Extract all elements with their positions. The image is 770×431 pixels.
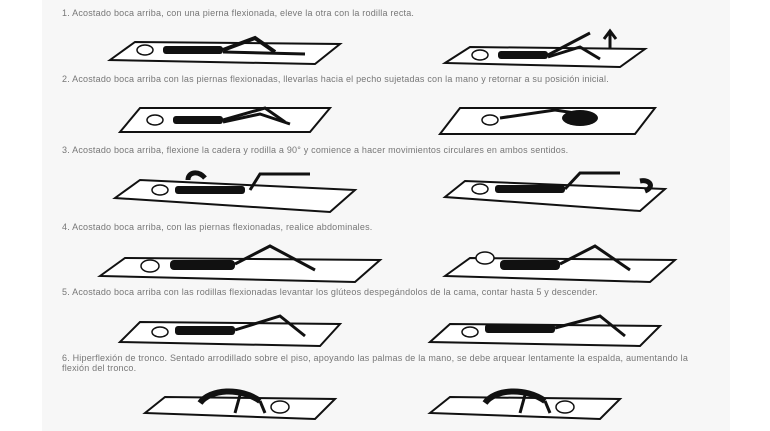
- step-6-text: 6. Hiperflexión de tronco. Sentado arrod…: [62, 353, 702, 373]
- arrow-up-icon: [604, 31, 616, 49]
- step-5-text: 5. Acostado boca arriba con las rodillas…: [62, 287, 702, 297]
- step-4-text: 4. Acostado boca arriba, con las piernas…: [62, 222, 702, 232]
- step-4-figure-right: [440, 240, 680, 285]
- step-2-figure-right: [435, 100, 660, 140]
- step-3-figure-right: [440, 165, 670, 215]
- step-3-text: 3. Acostado boca arriba, flexione la cad…: [62, 145, 702, 155]
- step-1-figure-left: [105, 30, 345, 68]
- step-5-figure-left: [115, 310, 345, 350]
- rotate-arrow-icon: [188, 173, 205, 180]
- step-5-figure-right: [425, 310, 665, 350]
- step-1-figure-right: [440, 25, 650, 70]
- step-6-figure-right: [425, 383, 625, 423]
- step-1-text: 1. Acostado boca arriba, con una pierna …: [62, 8, 702, 18]
- step-6-figure-left: [140, 383, 340, 423]
- step-4-figure-left: [95, 240, 385, 285]
- step-3-figure-left: [110, 168, 360, 216]
- step-2-text: 2. Acostado boca arriba con las piernas …: [62, 74, 702, 84]
- step-2-figure-left: [115, 100, 335, 138]
